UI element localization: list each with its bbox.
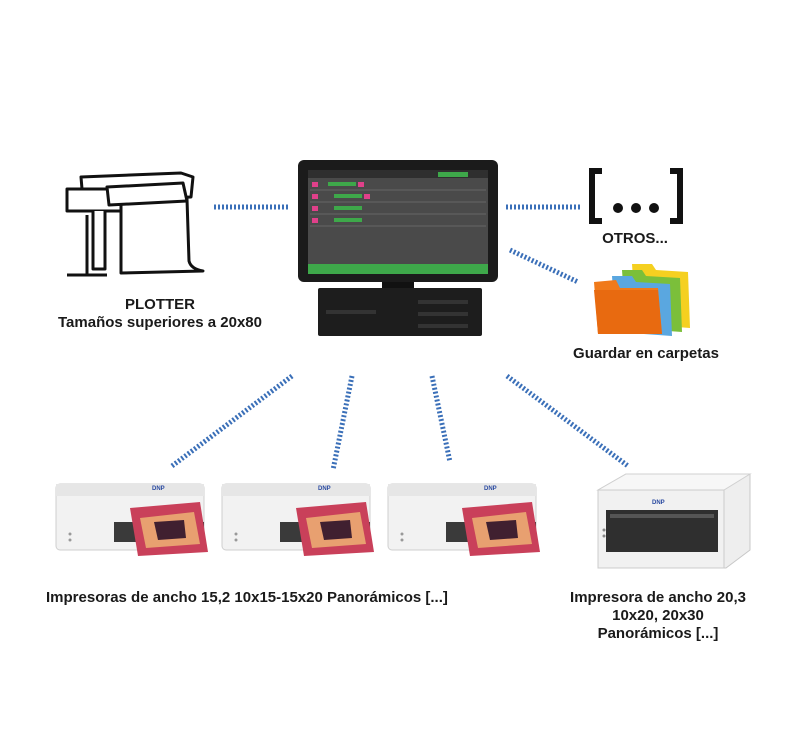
small-printer-2: DNP: [220, 478, 380, 558]
small-printer-3: DNP: [386, 478, 546, 558]
carpetas-label: Guardar en carpetas: [573, 345, 719, 362]
connector-carpetas: [508, 247, 580, 285]
plotter-caption: PLOTTER Tamaños superiores a 20x80: [40, 296, 280, 332]
connector-printer-3: [429, 375, 453, 463]
connector-printer-4: [505, 373, 630, 469]
printer-brand: DNP: [484, 486, 497, 492]
printer-brand: DNP: [318, 486, 331, 492]
brackets-ellipsis-icon: [588, 168, 684, 224]
printer-large-line2: 10x20, 20x30: [612, 607, 704, 624]
connector-printer-1: [170, 374, 294, 468]
printer-large-line3: Panorámicos [...]: [597, 625, 719, 642]
plotter-icon: [63, 165, 209, 280]
printer-brand: DNP: [652, 500, 665, 506]
pos-terminal-icon: [298, 160, 498, 340]
printers-small-label: Impresoras de ancho 15,2 10x15-15x20 Pan…: [46, 589, 448, 606]
printer-large-caption: Impresora de ancho 20,3 10x20, 20x30 Pan…: [548, 589, 768, 643]
large-printer: DNP: [596, 470, 752, 570]
folders-icon: [592, 258, 696, 338]
printer-brand: DNP: [152, 486, 165, 492]
otros-label: OTROS...: [602, 230, 668, 247]
plotter-title: PLOTTER: [125, 296, 195, 313]
small-printer-1: DNP: [54, 478, 214, 558]
printer-large-line1: Impresora de ancho 20,3: [570, 589, 746, 606]
connector-printer-2: [330, 375, 355, 471]
plotter-subtitle: Tamaños superiores a 20x80: [58, 314, 262, 331]
